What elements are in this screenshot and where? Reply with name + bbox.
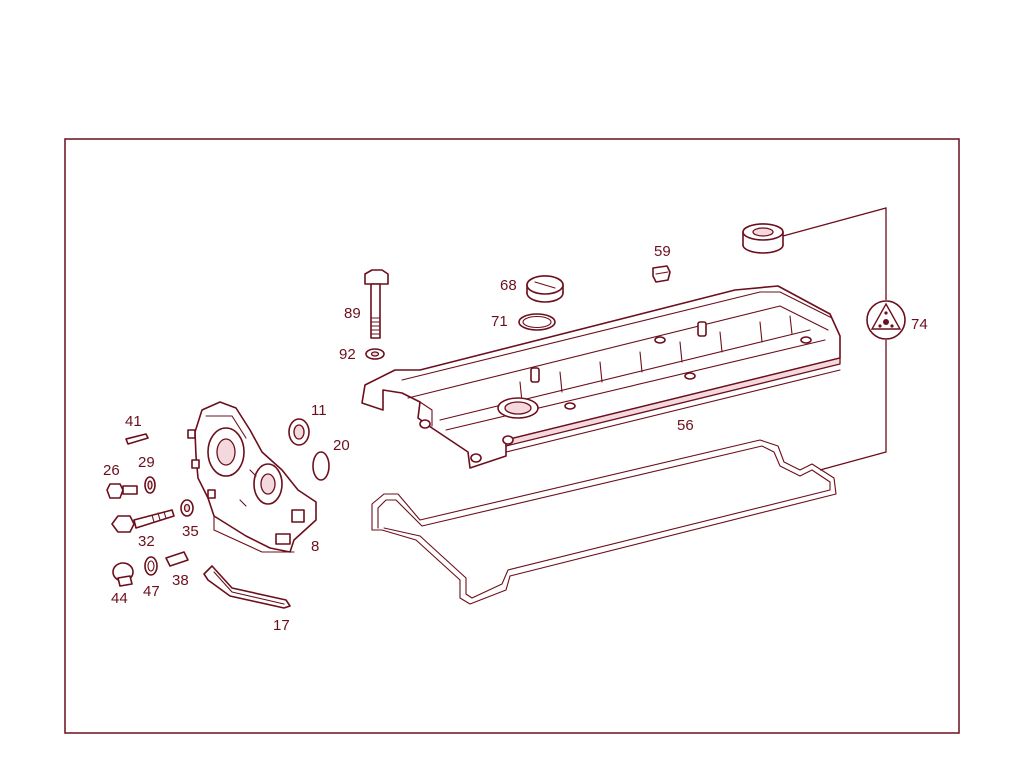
- o-ring-71[interactable]: [518, 313, 556, 331]
- label-41: 41: [125, 413, 142, 430]
- washer-35[interactable]: [180, 499, 194, 517]
- pin-41[interactable]: [125, 433, 149, 445]
- leader-line-74-lower: [819, 340, 887, 471]
- label-20: 20: [333, 437, 350, 454]
- leader-line-74: [782, 207, 887, 300]
- plug-44[interactable]: [112, 562, 134, 587]
- label-32: 32: [138, 533, 155, 550]
- label-11: 11: [311, 402, 327, 419]
- label-59: 59: [654, 243, 671, 260]
- bolt-26[interactable]: [106, 483, 138, 499]
- label-71: 71: [491, 313, 508, 330]
- label-56: 56: [677, 417, 694, 434]
- label-89: 89: [344, 305, 361, 322]
- label-92: 92: [339, 346, 356, 363]
- timing-case-cover-8[interactable]: [187, 401, 317, 553]
- bolt-32[interactable]: [111, 509, 175, 533]
- oil-filler-cap-68[interactable]: [526, 275, 564, 303]
- label-26: 26: [103, 462, 120, 479]
- label-8: 8: [311, 538, 319, 555]
- label-35: 35: [182, 523, 199, 540]
- label-68: 68: [500, 277, 517, 294]
- gasket-strip-17[interactable]: [203, 565, 291, 609]
- o-ring-20[interactable]: [312, 451, 330, 481]
- seal-ring-74[interactable]: [742, 223, 784, 254]
- shaft-seal-11[interactable]: [288, 418, 310, 446]
- label-74: 74: [911, 316, 928, 333]
- bolt-89[interactable]: [364, 269, 389, 339]
- label-17: 17: [273, 617, 290, 634]
- clip-59[interactable]: [652, 265, 671, 283]
- dowel-38[interactable]: [165, 551, 189, 567]
- washer-92[interactable]: [365, 348, 385, 360]
- sleeve-29[interactable]: [144, 476, 156, 494]
- cover-gasket[interactable]: [371, 439, 837, 605]
- seal-ring-47[interactable]: [144, 556, 158, 576]
- cylinder-head-cover-56[interactable]: [361, 285, 841, 469]
- label-29: 29: [138, 454, 155, 471]
- label-38: 38: [172, 572, 189, 589]
- triangle-badge-icon: [866, 300, 906, 340]
- diagram-frame: [64, 138, 960, 734]
- callout-labels: 89 92 68 71 59 74 56 11 20 41 26 29 32 3…: [103, 243, 928, 634]
- label-47: 47: [143, 583, 160, 600]
- label-44: 44: [111, 590, 128, 607]
